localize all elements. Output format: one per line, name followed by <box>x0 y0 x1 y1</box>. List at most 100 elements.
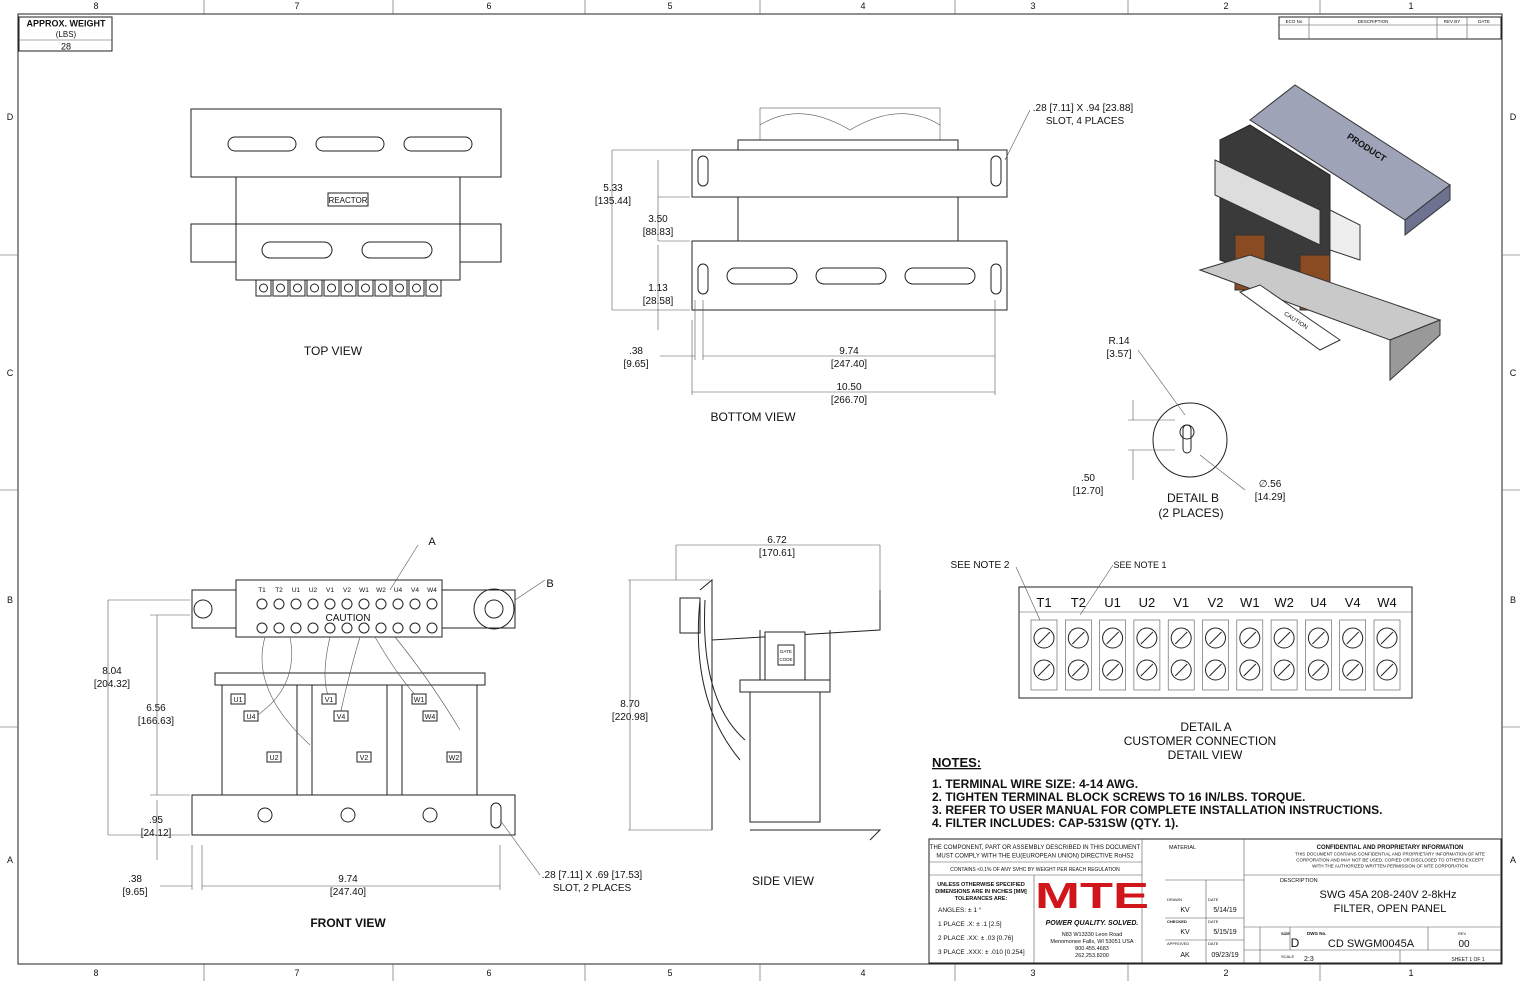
size-value: D <box>1291 936 1300 950</box>
zone-row-label: C <box>1510 368 1517 378</box>
dim-inch: 3.50 <box>648 214 668 225</box>
tolerance-2place: 2 PLACE .XX: ± .03 [0.76] <box>938 935 1013 942</box>
drawn-by: KV <box>1180 907 1190 914</box>
date-label: DATE <box>1208 919 1219 924</box>
dwg-label: DWG No. <box>1307 931 1327 936</box>
weight-value: 28 <box>61 42 71 52</box>
rev-header-date: DATE <box>1478 19 1490 24</box>
zone-column-label: 1 <box>1408 1 1413 11</box>
zone-column-label: 4 <box>860 1 865 11</box>
dim-mm: [28.58] <box>643 296 674 307</box>
mte-logo: MTE <box>1035 875 1149 916</box>
rev-header-revby: REV BY <box>1444 19 1461 24</box>
coil-label-box <box>230 693 246 705</box>
front-view-label: FRONT VIEW <box>310 916 386 930</box>
screw-icon <box>392 622 404 634</box>
approved-by: AK <box>1180 952 1190 959</box>
terminal-cell <box>1270 619 1298 691</box>
confidential-text: CORPORATION AND MAY NOT BE USED, COPIED … <box>1296 858 1484 863</box>
isometric-view: PRODUCT CAUTION <box>1198 84 1451 382</box>
coil-label: W2 <box>449 755 460 762</box>
zone-column-label: 5 <box>667 968 672 978</box>
screw-icon <box>358 598 370 610</box>
coil-label: U1 <box>234 697 243 704</box>
rev-header-eco: ECO No <box>1286 19 1303 24</box>
screw-slot <box>1243 663 1257 677</box>
terminal-screw <box>289 279 306 297</box>
dim-mm: [14.29] <box>1255 492 1286 503</box>
sheet-number: SHEET 1 OF 1 <box>1451 957 1484 963</box>
screw-icon <box>375 598 387 610</box>
zone-column-label: 8 <box>93 968 98 978</box>
note-item: 2. TIGHTEN TERMINAL BLOCK SCREWS TO 16 I… <box>932 790 1305 804</box>
screw-icon <box>1102 659 1124 681</box>
screw-icon <box>1067 659 1089 681</box>
screw-icon <box>324 598 336 610</box>
zone-row-label: A <box>7 855 13 865</box>
dim-mm: [204.32] <box>94 679 130 690</box>
date-label: DATE <box>1208 897 1219 902</box>
see-note-1: SEE NOTE 1 <box>1113 560 1166 570</box>
terminal-label: U4 <box>1310 595 1327 610</box>
zone-column-label: 4 <box>860 968 865 978</box>
zone-row-label: C <box>7 368 14 378</box>
detail-a-subtitle-2: DETAIL VIEW <box>1168 748 1243 762</box>
screw-icon <box>341 598 353 610</box>
screw-icon <box>1342 627 1364 649</box>
screw-slot <box>1071 663 1085 677</box>
terminal-label: T2 <box>275 587 283 594</box>
terminal-screw <box>391 279 408 297</box>
screw-icon <box>426 598 438 610</box>
description-line-2: FILTER, OPEN PANEL <box>1334 903 1447 915</box>
bottom-view-label: BOTTOM VIEW <box>710 410 796 424</box>
screw-slot <box>1209 631 1222 645</box>
reactor-label: REACTOR <box>329 196 368 205</box>
terminal-label: T2 <box>1071 595 1086 610</box>
screw-icon <box>1273 659 1295 681</box>
terminal-label: U2 <box>1139 595 1156 610</box>
terminal-label: V2 <box>343 587 351 594</box>
terminal-cell <box>1339 619 1366 691</box>
screw-icon <box>375 622 387 634</box>
screw-icon <box>409 598 421 610</box>
zone-row-label: D <box>7 112 14 122</box>
dim-mm: [12.70] <box>1073 486 1104 497</box>
dim-inch: 10.50 <box>836 382 861 393</box>
rohs-text-2: MUST COMPLY WITH THE EU(EUROPEAN UNION) … <box>936 854 1134 860</box>
terminal-screw <box>323 279 340 297</box>
dim-mm: [247.40] <box>831 359 867 370</box>
terminal-screw <box>340 279 357 297</box>
rev-value: 00 <box>1458 939 1470 950</box>
screw-icon <box>409 622 421 634</box>
coil-label: V2 <box>360 755 369 762</box>
terminal-label: V4 <box>411 587 419 594</box>
terminal-cell <box>1099 619 1126 691</box>
dim-slot-4: .28 [7.11] X .94 [23.88] <box>1033 103 1134 114</box>
dim-mm: [9.65] <box>623 359 648 370</box>
terminal-label: W2 <box>1274 595 1294 610</box>
terminal-screw <box>425 279 442 297</box>
note-item: 3. REFER TO USER MANUAL FOR COMPLETE INS… <box>932 803 1382 817</box>
screw-icon <box>1170 627 1192 649</box>
coil-label: V4 <box>337 714 346 721</box>
coil-label-box <box>356 751 372 763</box>
zone-row-label: D <box>1510 112 1517 122</box>
screw-icon <box>1239 627 1261 649</box>
terminal-label: V1 <box>1173 595 1189 610</box>
terminal-screw <box>408 279 425 297</box>
zone-column-label: 7 <box>294 1 299 11</box>
screw-icon <box>256 622 268 634</box>
notes: NOTES: 1. TERMINAL WIRE SIZE: 4-14 AWG. … <box>932 755 1382 830</box>
terminal-label: V4 <box>1345 595 1361 610</box>
dim-slot-4-note: SLOT, 4 PLACES <box>1046 116 1125 127</box>
screw-icon <box>1033 627 1055 649</box>
terminal-cell <box>1065 619 1092 691</box>
dim-inch: 9.74 <box>338 874 358 885</box>
reach-text: CONTAINS <0.1% OF ANY SVHC BY WEIGHT PER… <box>950 867 1120 873</box>
side-view-label: SIDE VIEW <box>752 874 815 888</box>
screw-icon <box>307 622 319 634</box>
screw-icon <box>1205 627 1226 649</box>
screw-icon <box>1307 627 1329 649</box>
dim-inch: R.14 <box>1108 336 1130 347</box>
